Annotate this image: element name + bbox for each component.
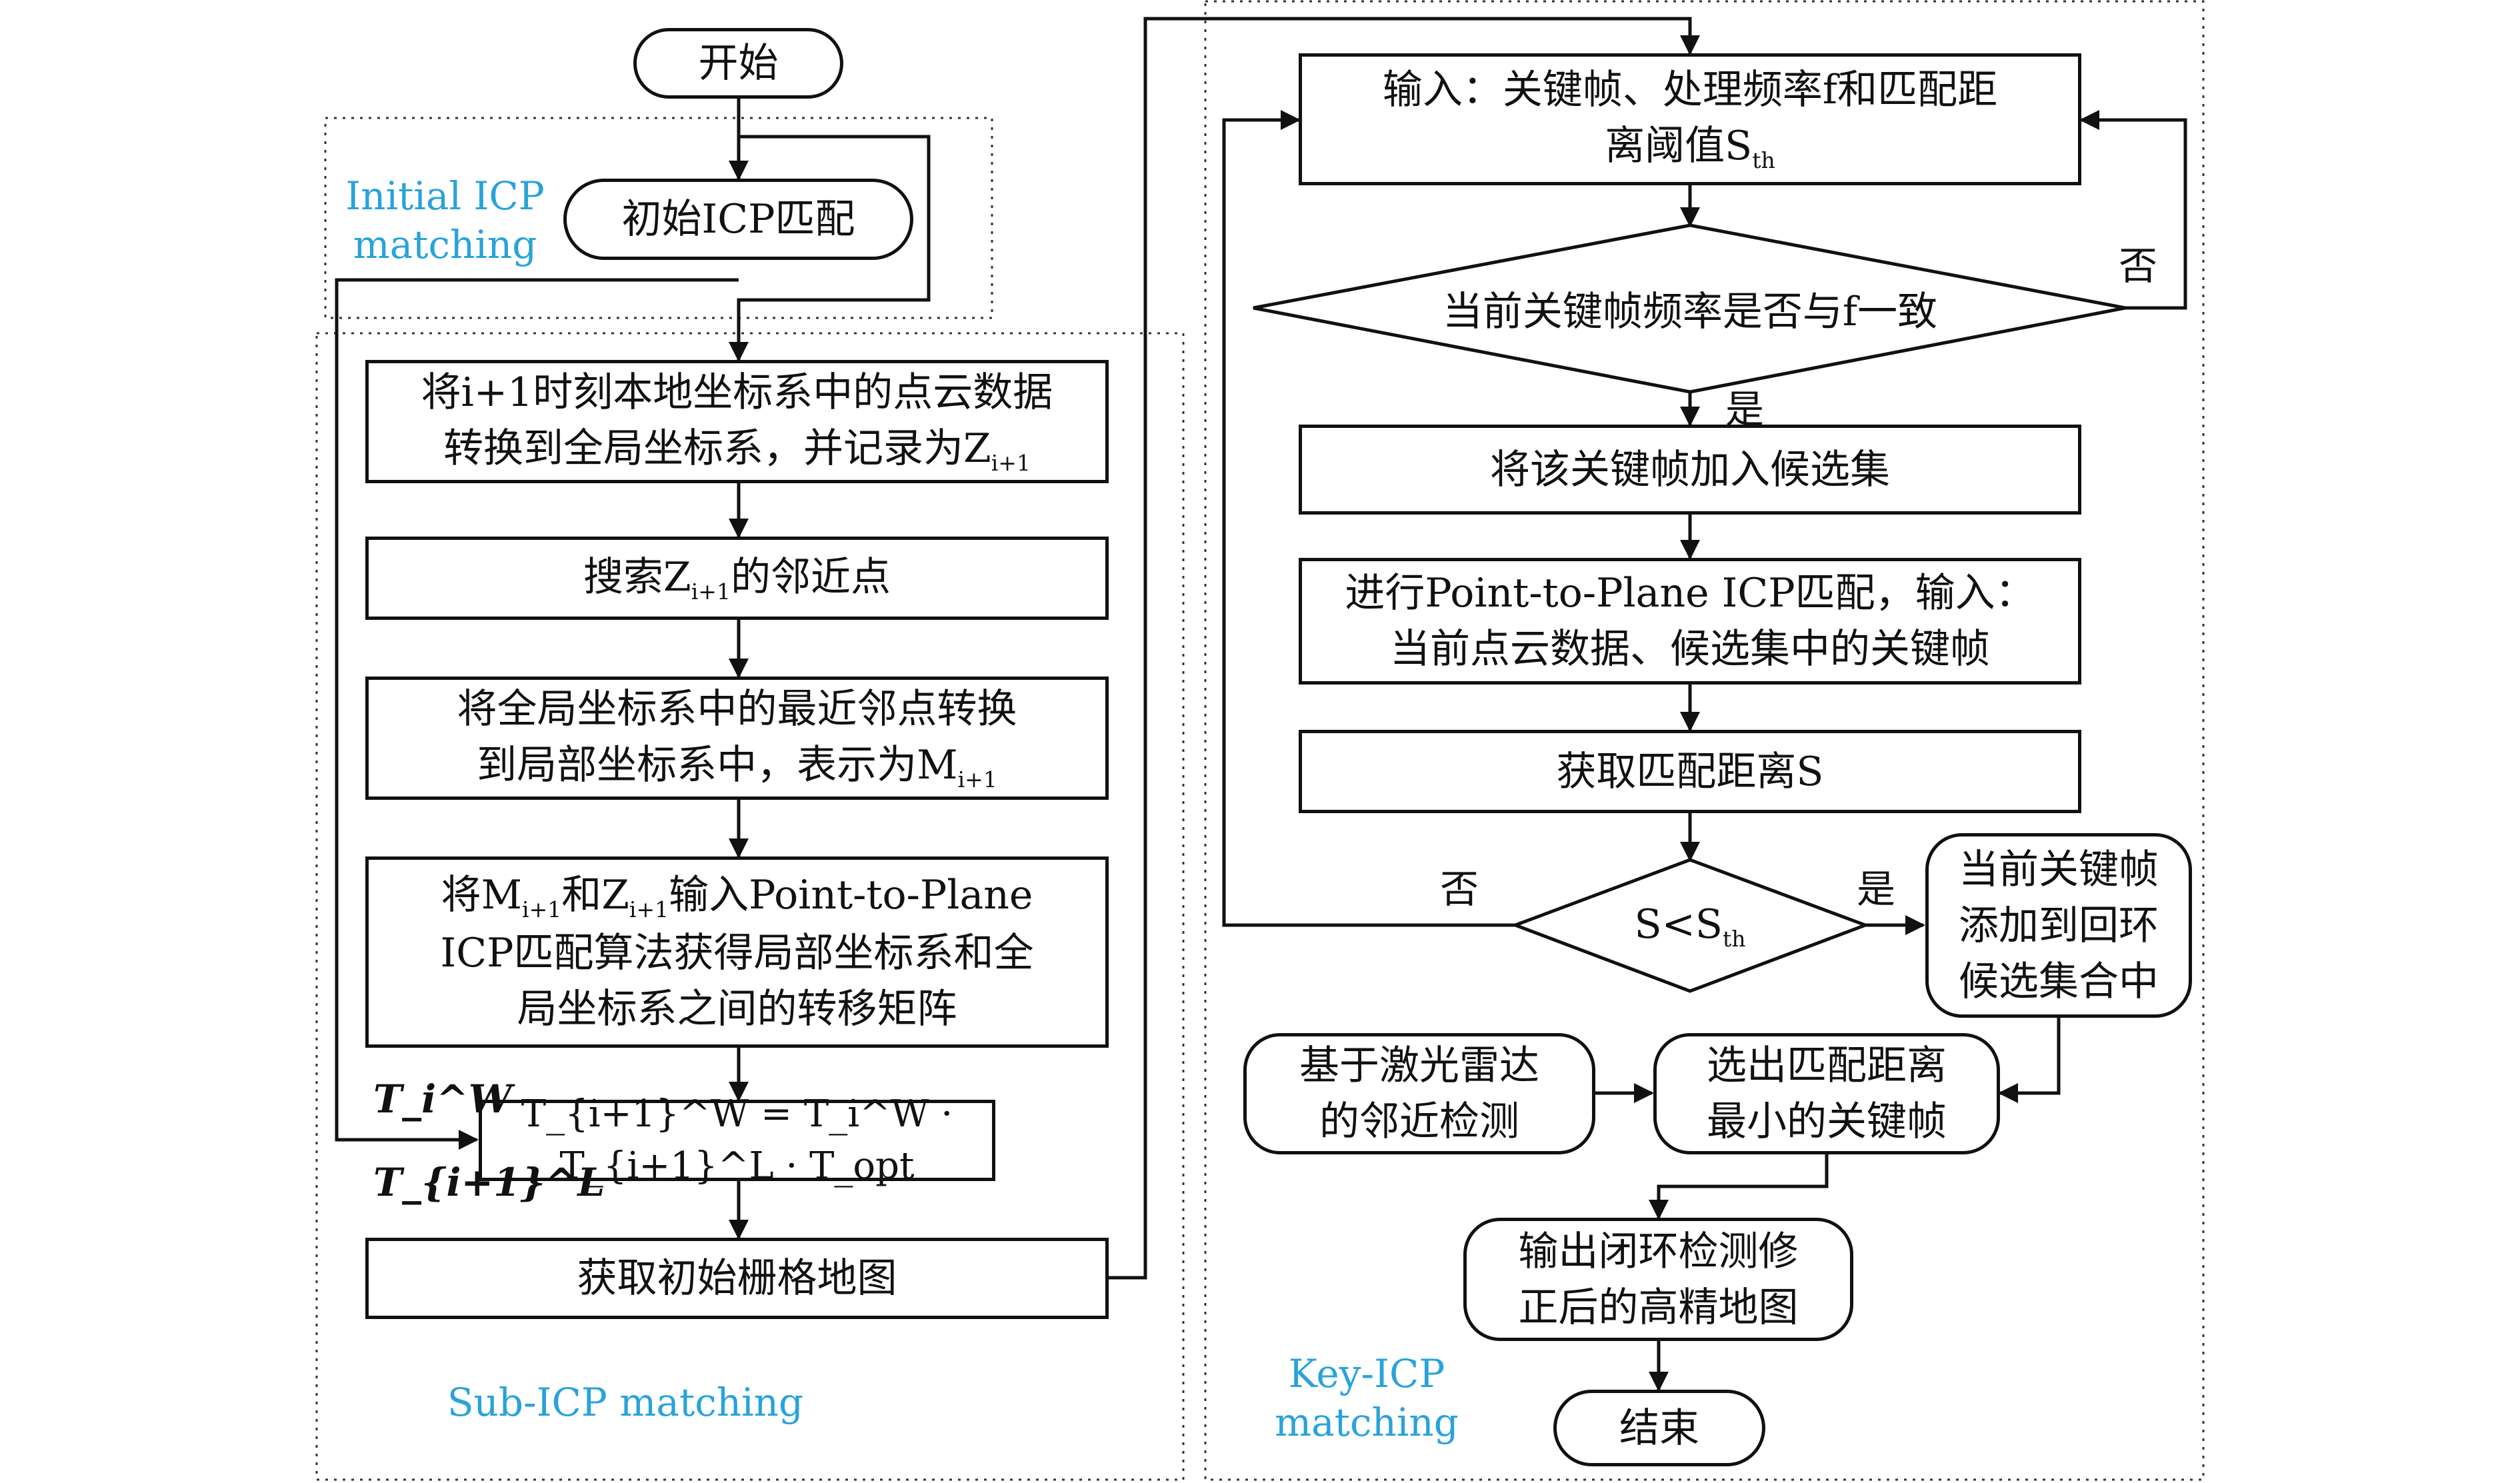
arrow-check-no <box>1222 110 1515 927</box>
nearest-to-local-node: 将全局坐标系中的最近邻点转换 到局部坐标系中，表示为Mi+1 <box>365 677 1109 800</box>
lidar-neighbor-node: 基于激光雷达 的邻近检测 <box>1243 1033 1595 1154</box>
select-min-node: 选出匹配距离 最小的关键帧 <box>1653 1033 2000 1154</box>
tiw-line <box>335 278 739 1150</box>
ti-w-label: T_i^W <box>373 1076 512 1122</box>
check-yes-label: 是 <box>1857 866 1896 912</box>
transform-to-global-node: 将i+1时刻本地坐标系中的点云数据 转换到全局坐标系，并记录为Zi+1 <box>365 360 1109 483</box>
get-distance-node: 获取匹配距离S <box>1299 730 2081 813</box>
input-node: 输入：关键帧、处理频率f和匹配距 离阈值Sth <box>1299 53 2081 185</box>
key-icp-region <box>1204 0 2205 1481</box>
output-map-node: 输出闭环检测修 正后的高精地图 <box>1463 1218 1853 1341</box>
add-candidate-node: 将该关键帧加入候选集 <box>1299 425 2081 515</box>
initial-grid-map-node: 获取初始栅格地图 <box>365 1238 1109 1319</box>
freq-no-label: 否 <box>2119 243 2158 289</box>
sub-icp-region-label: Sub-ICP matching <box>447 1380 804 1425</box>
end-node: 结束 <box>1553 1390 1765 1466</box>
icp-algorithm-node: 将Mi+1和Zi+1输入Point-to-Plane ICP匹配算法获得局部坐标… <box>365 856 1109 1048</box>
freq-check-text: 当前关键帧频率是否与f一致 <box>1442 289 1938 335</box>
start-node: 开始 <box>633 28 843 99</box>
freq-check-diamond <box>1253 223 2126 394</box>
freq-yes-label: 是 <box>1725 387 1765 432</box>
sub-icp-region <box>315 332 1185 1481</box>
p2p-icp-node: 进行Point-to-Plane ICP匹配，输入： 当前点云数据、候选集中的关… <box>1299 558 2081 685</box>
initial-icp-node: 初始ICP匹配 <box>563 179 913 260</box>
transform-line-1: 将i+1时刻本地坐标系中的点云数据 <box>421 369 1053 416</box>
transform-line-2: 转换到全局坐标系，并记录为Zi+1 <box>443 425 1031 476</box>
arrow-loop-to-select <box>1998 1018 2061 1103</box>
ti1-l-label: T_{i+1}^L <box>373 1160 605 1205</box>
add-loop-candidate-node: 当前关键帧 添加到回环 候选集合中 <box>1925 833 2192 1018</box>
arrow-freq-no <box>2079 110 2187 310</box>
distance-check-diamond <box>1510 858 1871 993</box>
arrow-select-to-output <box>1649 1154 1829 1220</box>
distance-check-text: S<Sth <box>1634 901 1746 952</box>
search-neighbors-node: 搜索Zi+1的邻近点 <box>365 537 1109 620</box>
loop-around-initial <box>729 135 931 362</box>
check-no-label: 否 <box>1440 866 1479 912</box>
initial-icp-region-label: Initial ICP matching <box>345 173 545 267</box>
transform-equation-node: T_{i+1}^W = T_i^W · T_{i+1}^L · T_opt <box>479 1092 995 1188</box>
key-icp-region-label: Key-ICP matching <box>1275 1351 1459 1445</box>
arrow-grid-to-input <box>1109 17 1700 1280</box>
